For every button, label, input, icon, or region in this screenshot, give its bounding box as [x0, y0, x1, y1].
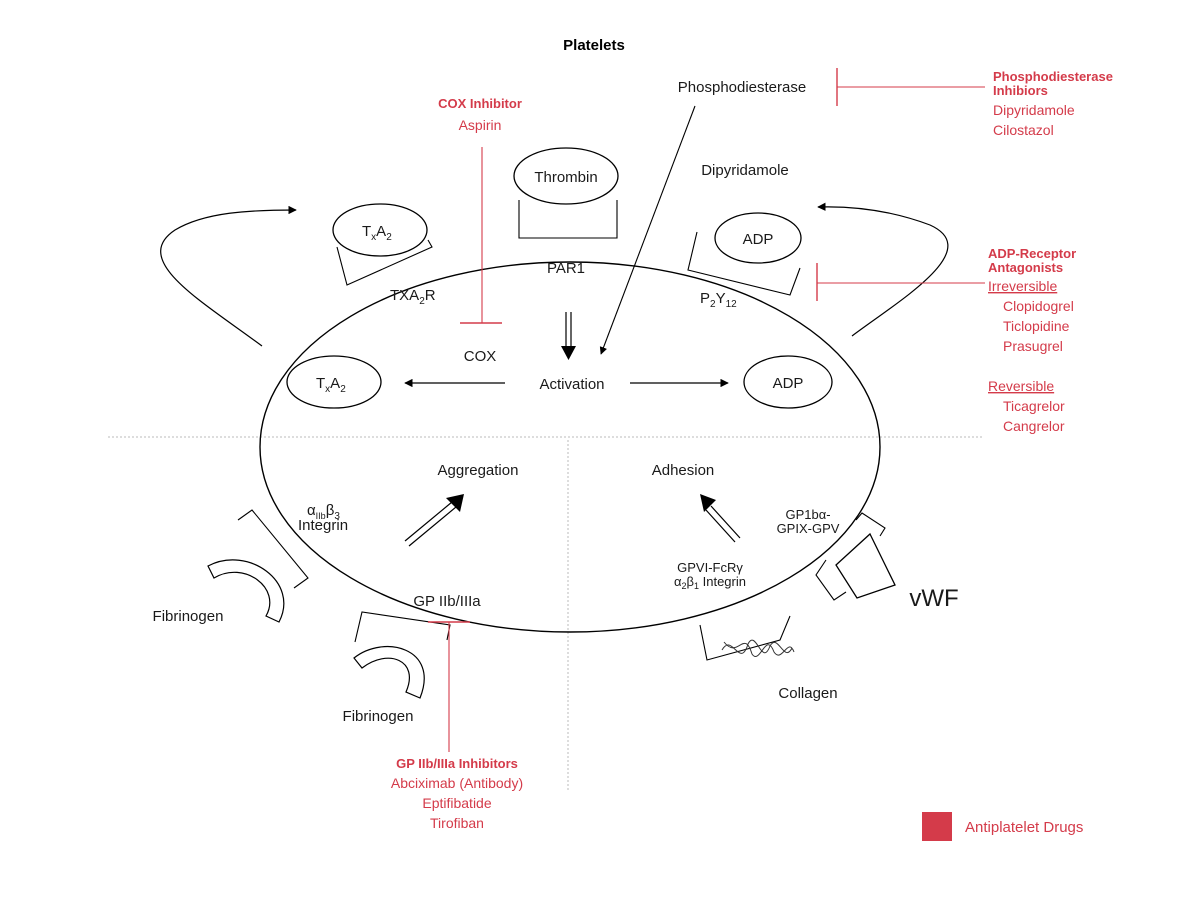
txa2-inner-label: TxA2	[316, 375, 346, 395]
fibrinogen-label-2: Fibrinogen	[343, 708, 414, 725]
adp-item-prasugrel: Prasugrel	[1003, 338, 1063, 354]
par1-label: PAR1	[547, 260, 585, 277]
pde-activation-arrow	[599, 105, 696, 355]
legend-swatch	[922, 812, 952, 841]
txa2-receptor-bracket	[336, 239, 433, 286]
collagen-shape	[721, 639, 795, 657]
adp-outer-node	[714, 212, 802, 264]
adp-item-clopidogrel: Clopidogrel	[1003, 298, 1074, 314]
p2y12-receptor-bracket	[687, 231, 801, 296]
integrin-label: Integrin	[298, 517, 348, 534]
par1-receptor-bracket	[518, 200, 618, 239]
phosphodiesterase-label: Phosphodiesterase	[678, 79, 806, 96]
gp1b-label-line1: GP1bα-	[785, 507, 830, 522]
adhesion-arrowhead	[700, 494, 716, 512]
activation-label: Activation	[539, 376, 604, 393]
pde-inhibitor-item-cilostazol: Cilostazol	[993, 122, 1054, 138]
fibrinogen-label-1: Fibrinogen	[153, 608, 224, 625]
adp-irreversible-heading: Irreversible	[988, 278, 1057, 294]
txa2-outer-node	[332, 203, 428, 257]
fibrinogen-receptor-1	[237, 509, 309, 589]
adp-antagonist-heading-1: ADP-Receptor	[988, 246, 1076, 261]
adp-inner-node	[743, 355, 833, 409]
gp-inhibitor-heading: GP IIb/IIIa Inhibitors	[396, 756, 518, 771]
aggregation-arrow-a	[404, 501, 453, 542]
aggregation-arrow-b	[408, 506, 457, 547]
txa2-outer-label: TxA2	[362, 223, 392, 243]
thrombin-activation-arrowhead	[561, 346, 576, 360]
vwf-receptor-1	[855, 512, 886, 537]
cox-inhibitor-heading: COX Inhibitor	[438, 96, 522, 111]
adp-feedback-arrow	[817, 202, 949, 337]
integrin-alpha-beta-label: αIIbβ3	[307, 502, 340, 522]
adhesion-arrow-a	[710, 505, 741, 539]
pde-inhibitor-heading-1: Phosphodiesterase	[993, 69, 1113, 84]
txa2-feedback-arrow	[160, 205, 297, 347]
fibrinogen-receptor-2	[354, 611, 451, 643]
txa2-inner-node	[286, 355, 382, 409]
thrombin-label: Thrombin	[534, 169, 597, 186]
aggregation-label: Aggregation	[438, 462, 519, 479]
adhesion-label: Adhesion	[652, 462, 715, 479]
pde-inhibitor-item-dipyridamole: Dipyridamole	[993, 102, 1075, 118]
adp-inner-label: ADP	[773, 375, 804, 392]
adp-item-ticlopidine: Ticlopidine	[1003, 318, 1070, 334]
gpvi-label-line1: GPVI-FcRγ	[677, 560, 743, 575]
pde-inhibitor-heading-2: Inhibiors	[993, 83, 1048, 98]
dipyridamole-label: Dipyridamole	[701, 162, 789, 179]
vwf-pentagon	[835, 532, 896, 599]
p2y12-label: P2Y12	[700, 290, 737, 310]
aggregation-arrowhead	[446, 494, 464, 512]
platelet-cell	[259, 261, 881, 633]
thrombin-node	[513, 147, 619, 205]
adp-item-cangrelor: Cangrelor	[1003, 418, 1065, 434]
diagram-title: Platelets	[563, 37, 625, 54]
adp-item-ticagrelor: Ticagrelor	[1003, 398, 1065, 414]
adp-outer-label: ADP	[743, 231, 774, 248]
vwf-label: vWF	[909, 585, 958, 612]
fibrinogen-shape-1	[207, 559, 285, 623]
collagen-receptor	[699, 615, 791, 661]
adhesion-arrow-b	[705, 509, 736, 543]
vwf-receptor-2	[815, 559, 847, 601]
gp-inhibitor-item-eptifibatide: Eptifibatide	[422, 795, 491, 811]
adp-reversible-heading: Reversible	[988, 378, 1054, 394]
adp-antagonist-heading-2: Antagonists	[988, 260, 1063, 275]
collagen-label: Collagen	[778, 685, 837, 702]
fibrinogen-shape-2	[353, 645, 425, 699]
txa2r-label: TXA2R	[390, 287, 436, 307]
gp-inhibitor-item-tirofiban: Tirofiban	[430, 815, 484, 831]
gp2b3a-label: GP IIb/IIIa	[413, 593, 481, 610]
gp1b-label-line2: GPIX-GPV	[777, 521, 840, 536]
legend-label: Antiplatelet Drugs	[965, 819, 1083, 836]
cox-label: COX	[464, 348, 497, 365]
gp-inhibitor-item-abciximab: Abciximab (Antibody)	[391, 775, 523, 791]
cox-inhibitor-item-aspirin: Aspirin	[459, 117, 502, 133]
gpvi-label-line2: α2β1 Integrin	[674, 574, 746, 591]
